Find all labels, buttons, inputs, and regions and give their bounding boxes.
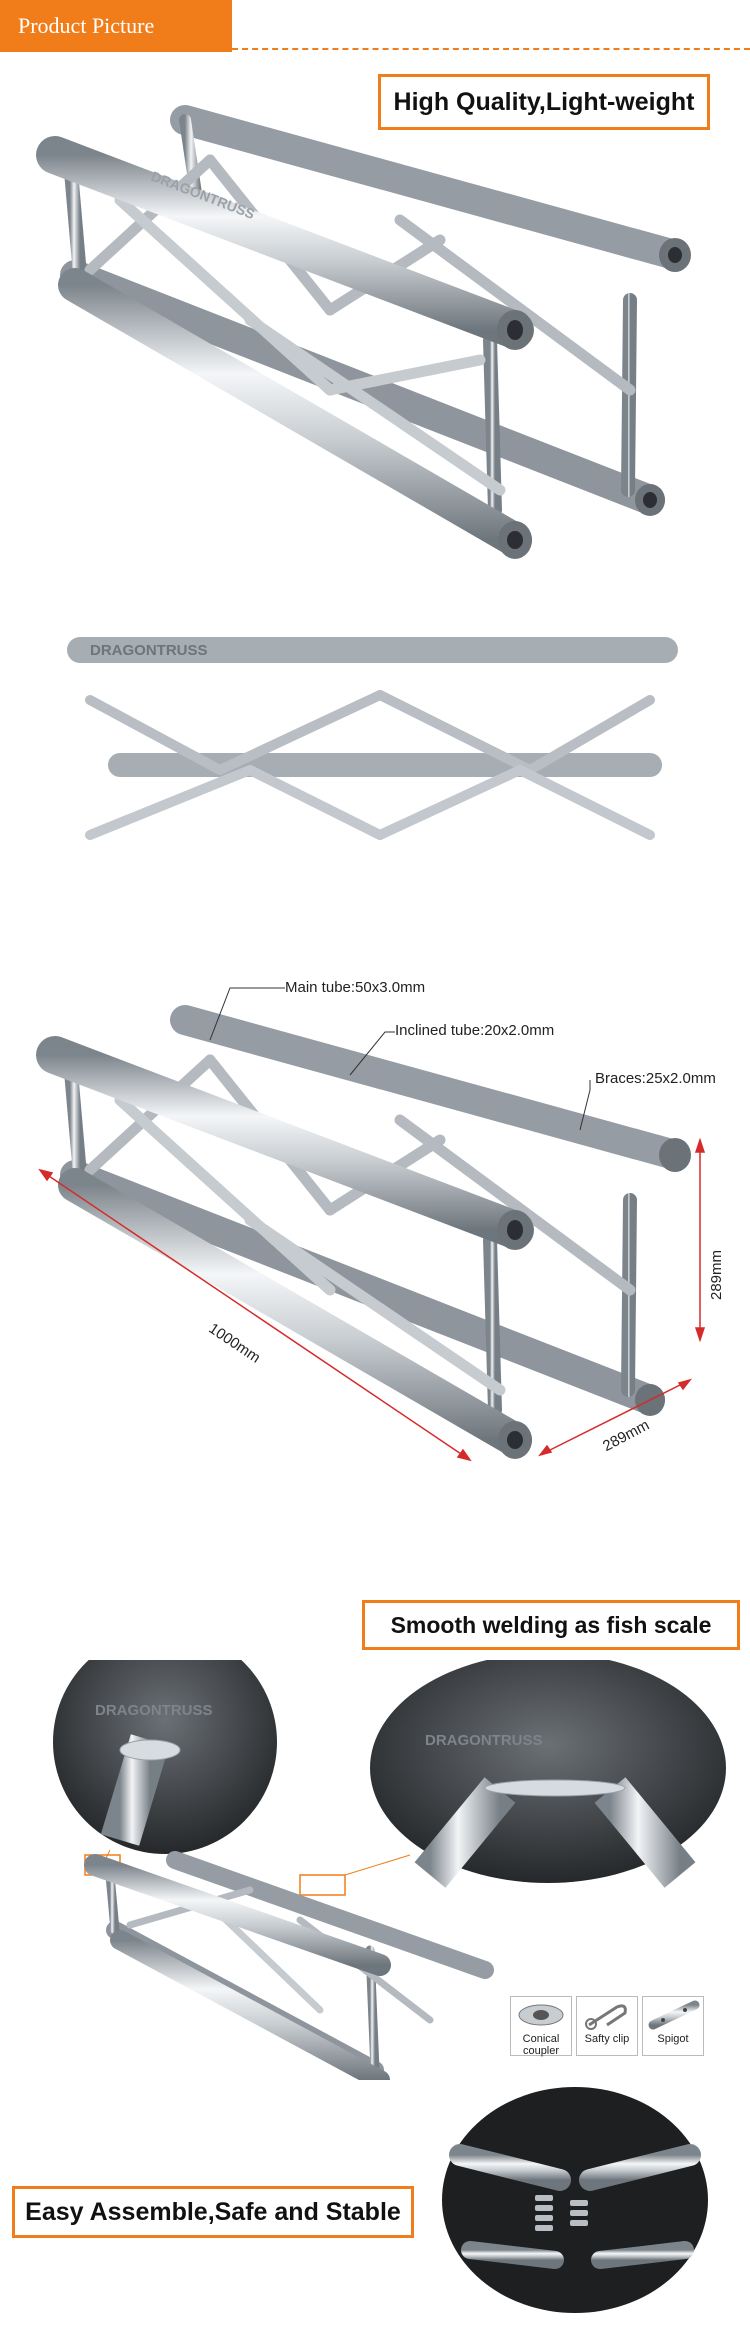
- welding-detail-image: DRAGONTRUSS DRAGONTRUSS: [53, 1660, 726, 2080]
- smooth-welding-badge: Smooth welding as fish scale: [362, 1600, 740, 1650]
- spigot-card: Spigot: [642, 1996, 704, 2056]
- safety-clip-label: Safty clip: [584, 2033, 630, 2045]
- main-tube-label: Main tube:50x3.0mm: [285, 979, 426, 996]
- safety-clip-card: Safty clip: [576, 1996, 638, 2056]
- truss-dimension-image: [36, 987, 706, 1462]
- braces-label: Braces:25x2.0mm: [595, 1070, 716, 1087]
- product-picture-tab: Product Picture: [0, 0, 232, 52]
- conical-coupler-label: Conical coupler: [522, 2033, 560, 2057]
- assembly-detail-image: [442, 2087, 708, 2313]
- brand-watermark: DRAGONTRUSS: [90, 642, 208, 659]
- inclined-tube-label: Inclined tube:20x2.0mm: [395, 1022, 555, 1039]
- header-divider: [232, 48, 750, 50]
- easy-assemble-badge: Easy Assemble,Safe and Stable: [12, 2186, 414, 2238]
- brand-watermark: DRAGONTRUSS: [95, 1702, 213, 1719]
- conical-coupler-icon: [518, 2004, 564, 2026]
- height-dimension-label: 289mm: [708, 1249, 725, 1300]
- high-quality-badge: High Quality,Light-weight: [378, 74, 710, 130]
- brand-watermark: DRAGONTRUSS: [425, 1732, 543, 1749]
- truss-perspective-image: DRAGONTRUSS: [36, 105, 691, 559]
- spigot-icon: [648, 2000, 700, 2030]
- spigot-label: Spigot: [657, 2033, 689, 2045]
- truss-side-view-image: DRAGONTRUSS: [9, 637, 746, 860]
- safety-clip-icon: [585, 2004, 627, 2030]
- conical-coupler-card: Conical coupler: [510, 1996, 572, 2057]
